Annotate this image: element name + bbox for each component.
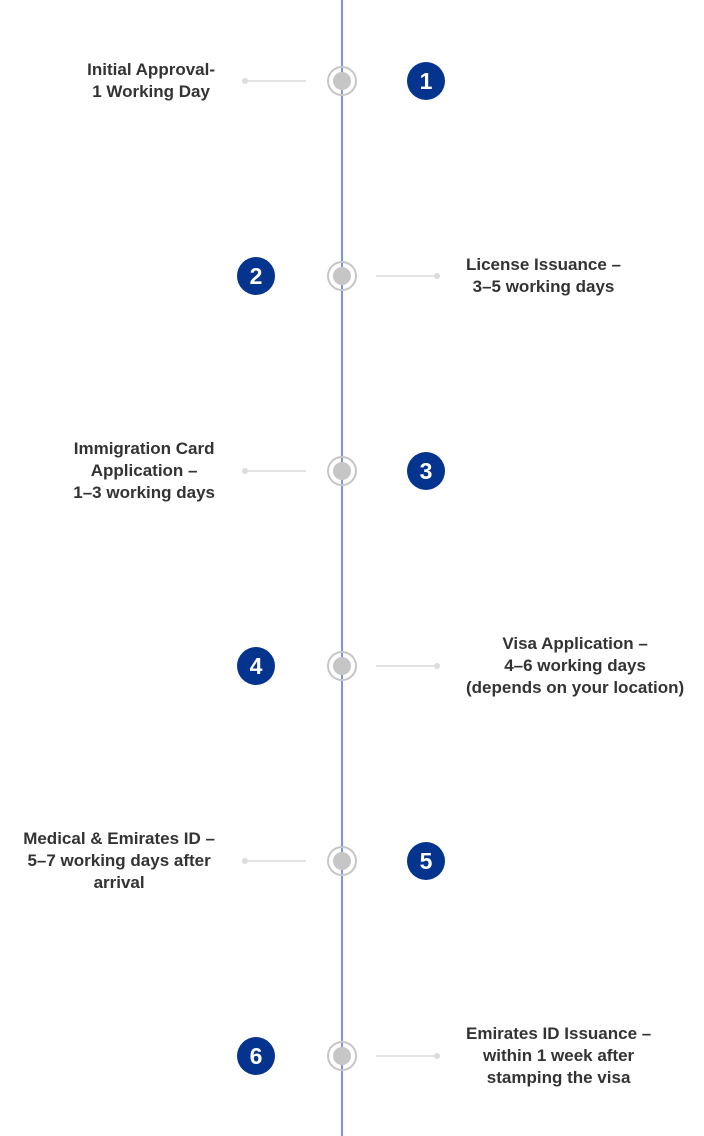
- node-icon: [327, 261, 357, 291]
- step-number-badge: 1: [407, 62, 445, 100]
- connector: [242, 468, 306, 474]
- step-label: Initial Approval- 1 Working Day: [87, 60, 215, 101]
- step-label: Immigration Card Application – 1–3 worki…: [73, 439, 215, 502]
- node-icon: [327, 456, 357, 486]
- node-icon: [327, 1041, 357, 1071]
- step-number-badge: 2: [237, 257, 275, 295]
- timeline-line: [341, 0, 343, 1136]
- connector: [242, 858, 306, 864]
- connector: [376, 1053, 440, 1059]
- connector: [376, 663, 440, 669]
- step-number-badge: 6: [237, 1037, 275, 1075]
- step-label: Emirates ID Issuance – within 1 week aft…: [466, 1024, 652, 1087]
- connector: [376, 273, 440, 279]
- step-number-badge: 4: [237, 647, 275, 685]
- step-label: License Issuance – 3–5 working days: [466, 255, 621, 296]
- step-number-badge: 5: [407, 842, 445, 880]
- node-icon: [327, 651, 357, 681]
- node-icon: [327, 846, 357, 876]
- step-label: Visa Application – 4–6 working days (dep…: [466, 634, 685, 697]
- connector: [242, 78, 306, 84]
- step-label: Medical & Emirates ID – 5–7 working days…: [23, 829, 215, 892]
- node-icon: [327, 66, 357, 96]
- step-number-badge: 3: [407, 452, 445, 490]
